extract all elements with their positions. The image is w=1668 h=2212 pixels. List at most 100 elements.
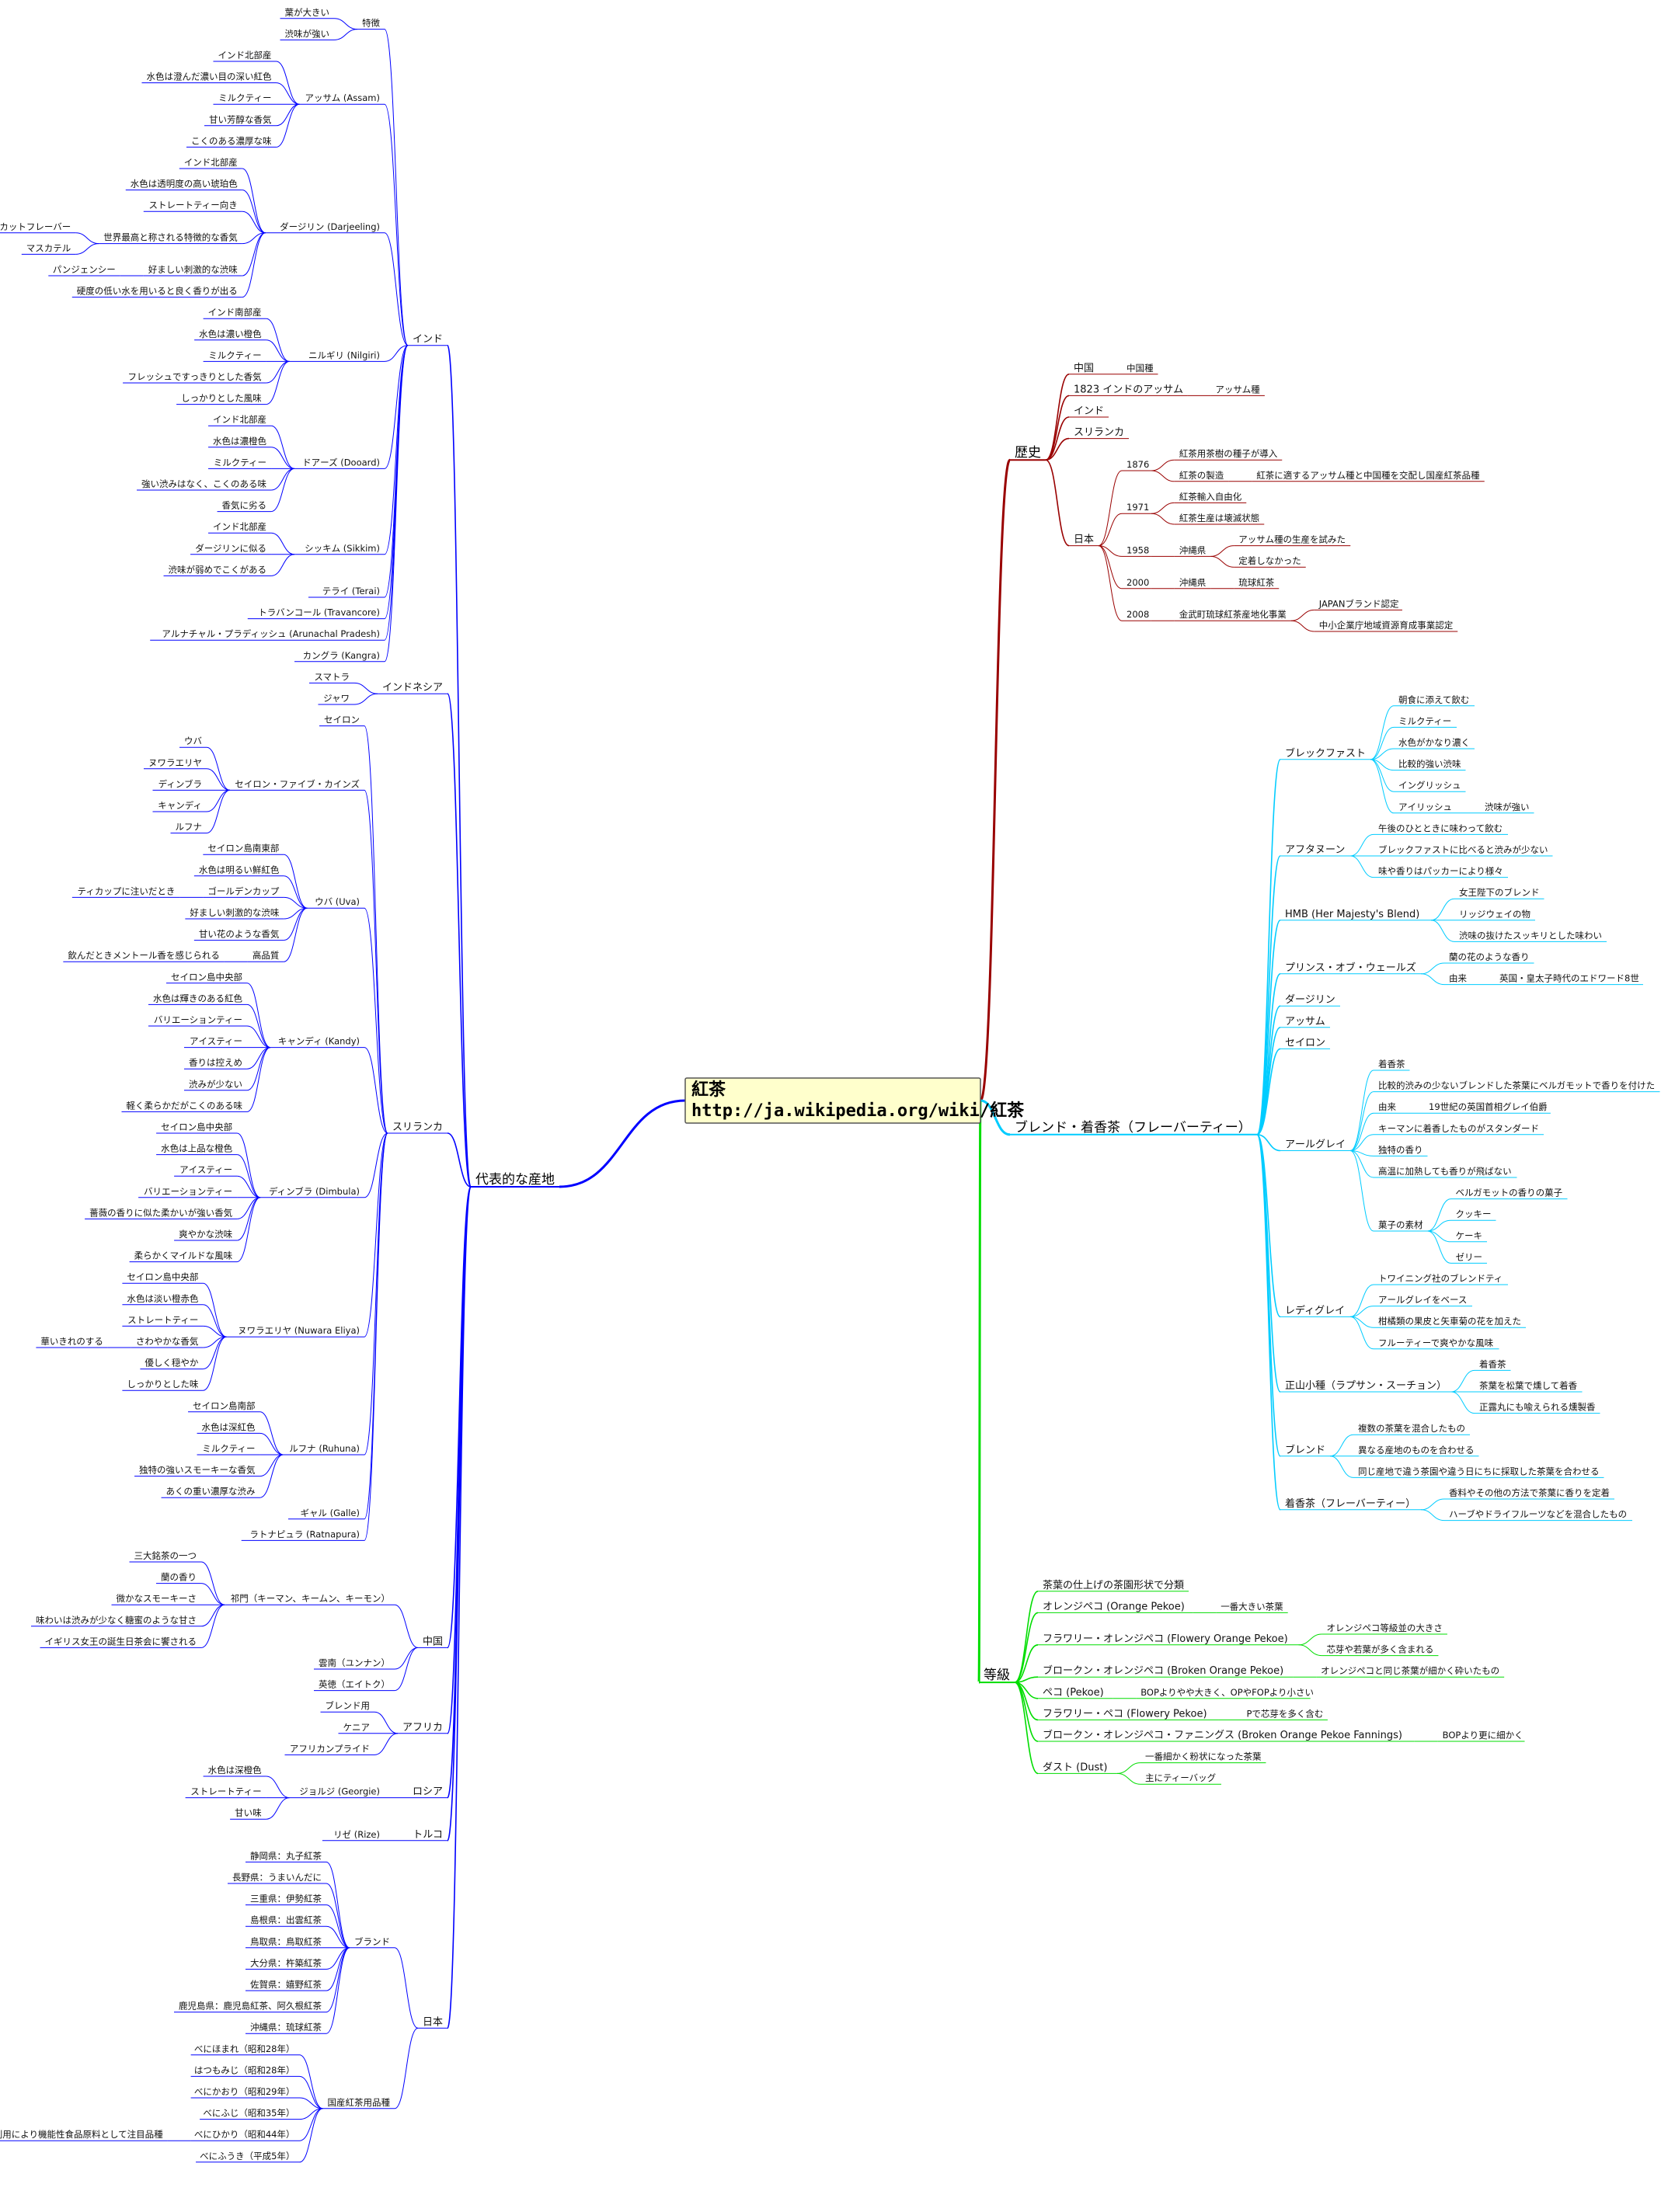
topic-label-branches-1-children-4-children-0-children-1: 紅茶の製造 [1179,470,1224,481]
topic-label-branches-2-children-0-children-2: 水色がかなり濃く [1398,737,1470,748]
connector-branches-3-children-2-children-1 [1298,1644,1322,1657]
topic-label-branches-0-children-1-children-0: スマトラ [314,671,350,682]
connector-branches-0-children-0-children-3-children-1 [266,339,290,362]
connector-branches-2-children-7-children-0 [1349,1069,1374,1151]
connector-branches-0-children-3-children-0-children-0 [200,1561,225,1605]
root-connector-3 [977,1099,982,1684]
connector-branches-0-children-2-children-4-children-4 [237,1197,261,1219]
connector-branches-1-children-4-children-4-children-0-children-1 [1290,620,1315,632]
topic-label-branches-3-children-7: ダスト (Dust) [1043,1762,1107,1773]
topic-label-branches-0-children-6: トルコ [413,1829,443,1841]
connector-branches-2-children-7 [1256,1134,1281,1152]
topic-label-branches-0-children-5-children-0-children-0: 水色は深橙色 [208,1765,262,1776]
topic-label-branches-2-children-9-children-1: 茶葉を松葉で燻して着香 [1479,1380,1578,1391]
topic-label-branches-2-children-7-children-1: 比較的渋みの少ないブレンドした茶葉にベルガモットで香りを付けた [1378,1080,1655,1091]
topic-label-branches-0: 代表的な産地 [475,1172,555,1188]
topic-label-branches-0-children-3-children-0-children-4: イギリス女王の誕生日茶会に饗される [45,1636,197,1647]
connector-branches-1-children-4-children-2 [1098,545,1123,557]
connector-branches-0-children-0-children-1-children-4 [276,103,300,148]
connector-branches-0-children-0-children-1 [384,103,409,346]
connector-branches-0-children-2-children-5-children-0 [203,1282,227,1337]
connector-branches-2-children-7-children-2 [1349,1112,1374,1151]
connector-branches-0-children-2-children-1-children-1 [206,768,231,791]
central-topic-box[interactable] [684,1077,981,1124]
connector-branches-0-children-6 [447,1186,472,1842]
connector-branches-0-children-2-children-4-children-2 [237,1175,261,1198]
topic-label-branches-0-children-2-children-2-children-4: 甘い花のような香気 [199,929,280,940]
topic-label-branches-0-children-2-children-6-children-4: あくの重い濃厚な渋み [166,1486,256,1497]
topic-label-branches-0-children-2-children-5-children-2: ストレートティー [127,1314,198,1325]
root-connector-0 [559,1099,686,1188]
topic-label-branches-3-children-2-children-1: 芯芽や若葉が多く含まれる [1326,1644,1433,1655]
topic-label-branches-2-children-7-children-6: 菓子の素材 [1378,1219,1423,1230]
topic-label-branches-0-children-0-children-1-children-2: ミルクティー [218,92,271,103]
connector-branches-2-children-11-children-1 [1420,1509,1445,1522]
connector-branches-2-children-0-children-1 [1370,726,1395,760]
topic-label-branches-1-children-1-children-0: アッサム種 [1215,384,1260,395]
connector-branches-0-children-2-children-2 [364,907,388,1134]
connector-branches-1-children-4-children-2-children-0-children-1 [1210,555,1234,568]
topic-label-branches-0-children-0-children-2-children-4-children-0: パンジェンシー [53,264,116,275]
connector-branches-2-children-11-children-0 [1420,1498,1445,1511]
connector-branches-1-children-0 [1045,374,1070,461]
topic-label-branches-0-children-3-children-1: 雲南（ユンナン） [319,1657,390,1668]
topic-label-branches-0-children-0-children-2-children-4: 好ましい刺激的な渋味 [148,264,238,275]
topic-label-branches-0-children-2-children-1-children-0: ウバ [184,736,202,746]
connector-branches-0-children-0-children-3-children-0 [266,318,290,362]
central-topic-url[interactable]: http://ja.wikipedia.org/wiki/紅茶 [691,1101,1025,1121]
connector-branches-0-children-7-children-1-children-5 [299,2108,323,2163]
connector-branches-1-children-4-children-0 [1098,470,1123,547]
topic-label-branches-2-children-7-children-2-children-0: 19世紀の英国首相グレイ伯爵 [1429,1101,1548,1112]
topic-label-branches-1-children-0-children-0: 中国種 [1127,363,1154,374]
connector-branches-3-children-1 [1014,1612,1039,1683]
topic-label-branches-2-children-7-children-2: 由来 [1378,1101,1396,1112]
topic-label-branches-0-children-0-children-5-children-1: ダージリンに似る [195,543,266,554]
connector-branches-0-children-2-children-6-children-0 [259,1411,284,1456]
topic-label-branches-0-children-0-children-0-children-0: 葉が大きい [285,7,330,18]
topic-label-branches-3-children-1: オレンジペコ (Orange Pekoe) [1043,1601,1185,1612]
topic-label-branches-0-children-2-children-3-children-5: 渋みが少ない [189,1079,242,1090]
topic-label-branches-0-children-0-children-3-children-4: しっかりとした風味 [181,393,262,404]
connector-branches-0-children-0-children-2-children-3-children-1 [75,243,99,255]
connector-branches-1-children-4-children-1 [1098,513,1123,547]
topic-label-branches-0-children-5-children-0-children-2: 甘い味 [235,1807,262,1818]
topic-label-branches-0-children-2-children-2-children-2: ゴールデンカップ [207,885,279,896]
topic-label-branches-0-children-2-children-3-children-3: アイスティー [190,1036,242,1047]
topic-label-branches-3-children-5: フラワリー・ペコ (Flowery Pekoe) [1043,1708,1207,1720]
connector-branches-0-children-0-children-2-children-0 [242,168,266,234]
connector-branches-0-children-0-children-6 [384,345,409,598]
topic-label-branches-1-children-1: 1823 インドのアッサム [1074,384,1183,395]
connector-branches-2-children-0-children-2 [1370,748,1395,760]
connector-branches-3-children-0 [1014,1591,1039,1683]
central-topic[interactable]: 紅茶 http://ja.wikipedia.org/wiki/紅茶 [684,1077,1025,1124]
topic-label-branches-0-children-1-children-1: ジャワ [323,693,350,704]
topic-label-branches-2-children-7-children-6-children-0: ベルガモットの香りの菓子 [1456,1188,1563,1198]
connector-branches-0-children-0-children-4-children-0 [270,425,295,469]
connector-branches-1-children-2 [1045,416,1070,461]
topic-label-branches-0-children-7-children-1-children-4-children-0: メチル化カテキン利用により機能性食品原料として注目品種 [0,2129,163,2140]
topic-label-branches-1-children-4: 日本 [1074,534,1094,546]
topic-label-branches-1-children-4-children-1-children-0: 紅茶輸入自由化 [1179,491,1242,502]
topic-label-branches-2-children-0-children-5: アイリッシュ [1398,802,1452,812]
connector-branches-0-children-0-children-0-children-0 [333,18,358,30]
topic-label-branches-2-children-7-children-0: 着香茶 [1378,1059,1405,1069]
topic-label-branches-0-children-0-children-6: テライ (Terai) [322,586,380,596]
topic-label-branches-0-children-2-children-2-children-5-children-0: 飲んだときメントール香を感じられる [68,950,220,961]
connector-branches-0-children-2-children-4 [364,1132,388,1198]
topic-label-branches-0-children-2-children-4-children-6: 柔らかくマイルドな風味 [134,1250,233,1261]
topic-label-branches-2-children-10-children-0: 複数の茶葉を混合したもの [1358,1423,1465,1434]
topic-label-branches-0-children-0-children-4-children-4: 香気に劣る [222,500,267,511]
topic-label-branches-0-children-4-children-2: アフリカンプライド [290,1743,370,1754]
topic-label-branches-0-children-2-children-5-children-0: セイロン島中央部 [127,1271,198,1282]
topic-label-branches-0-children-2-children-7: ギャル (Galle) [300,1508,360,1518]
topic-label-branches-2-children-2-children-1: リッジウェイの物 [1459,909,1530,920]
topic-label-branches-0-children-0-children-1-children-4: こくのある濃厚な味 [191,135,272,146]
topic-label-branches-0-children-6-children-0: リゼ (Rize) [333,1829,380,1840]
topic-label-branches-0-children-0-children-3-children-1: 水色は濃い橙色 [199,329,262,339]
connector-branches-0-children-2-children-4-children-0 [236,1132,261,1198]
connector-branches-0-children-7-children-0-children-8 [326,1947,350,2034]
topic-label-branches-3-children-7-children-0: 一番細かく粉状になった茶葉 [1145,1751,1262,1762]
topic-label-branches-2-children-4: ダージリン [1285,994,1335,1006]
topic-label-branches-0-children-0-children-0: 特徴 [362,18,380,29]
topic-label-branches-0-children-7-children-0-children-4: 鳥取県：鳥取紅茶 [250,1936,322,1947]
